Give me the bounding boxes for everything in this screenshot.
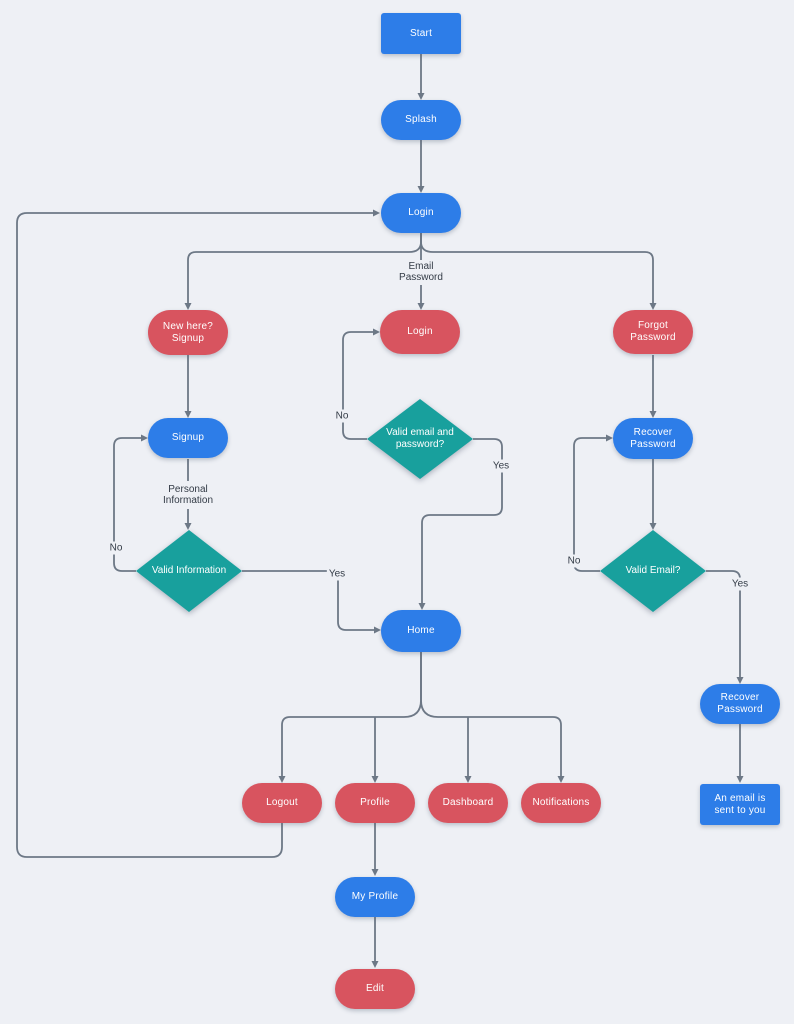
node-recover-password-label: Recover Password xyxy=(630,426,676,450)
node-login-action: Login xyxy=(380,310,460,354)
node-recover-password: Recover Password xyxy=(613,418,693,459)
node-valid-information: Valid Information xyxy=(136,530,242,612)
node-new-here-signup: New here? Signup xyxy=(148,310,228,355)
edge-validinfo-no-signup xyxy=(113,434,148,572)
node-recover-password-2-label: Recover Password xyxy=(717,692,763,715)
edge-label-yes-right: Yes xyxy=(729,577,751,591)
node-dashboard: Dashboard xyxy=(428,783,508,823)
node-forgot-password-label: Forgot Password xyxy=(630,320,676,343)
node-my-profile-label: My Profile xyxy=(351,891,399,902)
node-signup: Signup xyxy=(148,418,228,458)
edge-logout-login xyxy=(16,209,380,858)
edge-label-no-left: No xyxy=(107,541,125,555)
node-home: Home xyxy=(381,610,461,652)
node-forgot-password: Forgot Password xyxy=(613,310,693,354)
node-valid-information-label: Valid Information xyxy=(151,565,227,576)
node-email-sent: An email is sent to you xyxy=(700,784,780,825)
edge-validemailpass-no-loginaction xyxy=(342,328,380,440)
edge-login-forgot xyxy=(420,233,657,310)
node-logout-label: Logout xyxy=(266,797,298,808)
node-home-label: Home xyxy=(407,625,435,636)
node-dashboard-label: Dashboard xyxy=(442,797,494,808)
node-login-action-label: Login xyxy=(407,326,433,337)
valid-email-password-diamond: Valid email and password? xyxy=(367,399,473,479)
node-login-screen: Login xyxy=(381,193,461,233)
edge-label-no-right: No xyxy=(565,554,583,568)
node-valid-email: Valid Email? xyxy=(600,530,706,612)
node-edit-label: Edit xyxy=(365,983,385,994)
node-signup-label: Signup xyxy=(171,432,205,443)
valid-email-diamond: Valid Email? xyxy=(600,530,706,612)
edge-home-logout xyxy=(278,652,422,783)
edge-label-no-middle: No xyxy=(333,409,351,423)
node-login-screen-label: Login xyxy=(408,207,434,218)
node-notifications: Notifications xyxy=(521,783,601,823)
edge-validemailpass-yes-home xyxy=(418,438,503,610)
node-profile-label: Profile xyxy=(360,797,390,808)
node-valid-email-password: Valid email and password? xyxy=(367,399,473,479)
node-start: Start xyxy=(381,13,461,54)
edge-label-personal-information: Personal Information xyxy=(157,483,219,507)
edge-label-yes-middle: Yes xyxy=(490,459,512,473)
edge-label-email-password: Email Password xyxy=(393,260,449,284)
node-notifications-label: Notifications xyxy=(532,797,590,808)
node-logout: Logout xyxy=(242,783,322,823)
edge-label-yes-left: Yes xyxy=(326,567,348,581)
node-email-sent-label: An email is sent to you xyxy=(714,792,766,816)
node-valid-email-password-label: Valid email and password? xyxy=(386,427,454,450)
edge-validemail-no-recover xyxy=(573,434,613,572)
node-recover-password-2: Recover Password xyxy=(700,684,780,724)
valid-information-diamond: Valid Information xyxy=(136,530,242,612)
edge-home-notifications xyxy=(420,652,565,783)
node-new-here-signup-label: New here? Signup xyxy=(162,320,214,344)
node-edit: Edit xyxy=(335,969,415,1009)
node-valid-email-label: Valid Email? xyxy=(625,565,681,576)
node-my-profile: My Profile xyxy=(335,877,415,917)
node-profile: Profile xyxy=(335,783,415,823)
node-splash: Splash xyxy=(381,100,461,140)
node-splash-label: Splash xyxy=(405,114,437,125)
edge-login-newhere xyxy=(184,233,422,310)
node-start-label: Start xyxy=(409,27,433,39)
edge-validinfo-yes-home xyxy=(242,570,381,634)
